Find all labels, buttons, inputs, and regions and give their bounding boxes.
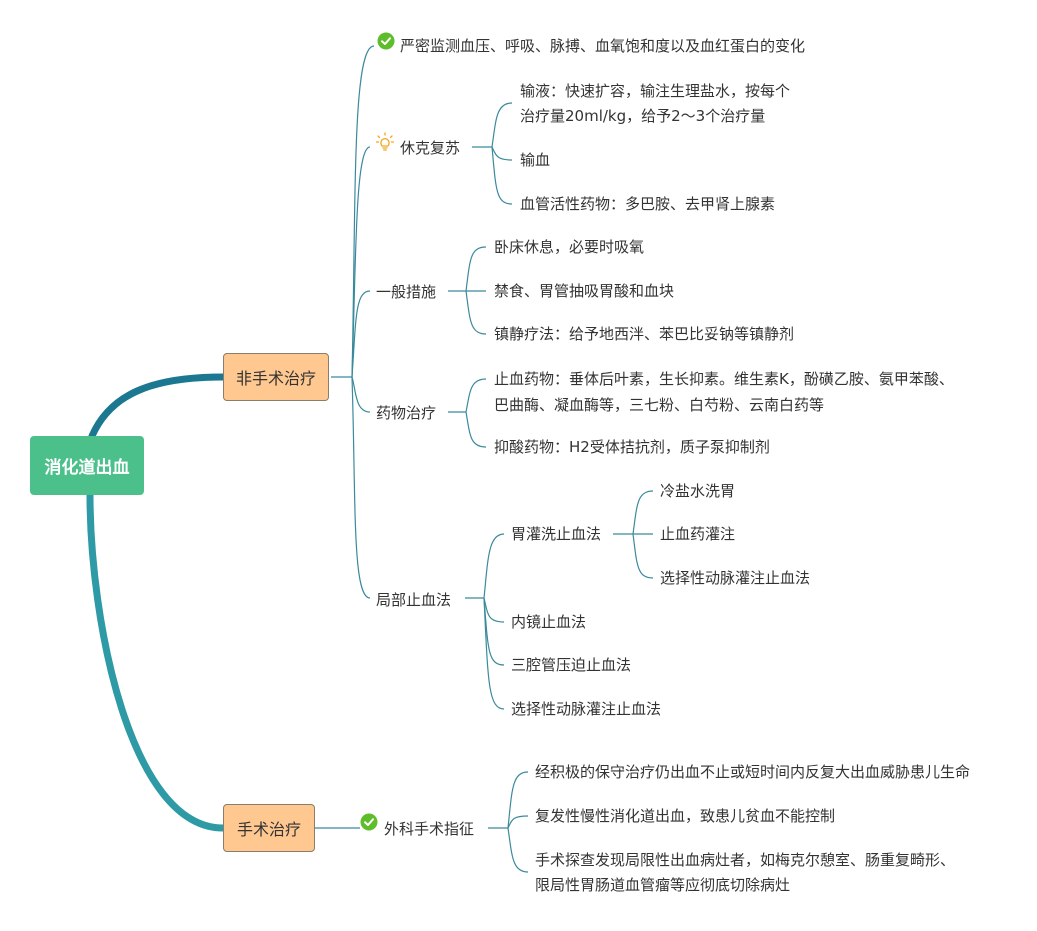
topic-monitor[interactable]: 严密监测血压、呼吸、脉搏、血氧饱和度以及血红蛋白的变化: [400, 37, 806, 55]
indication-focal-line1[interactable]: 手术探查发现局限性出血病灶者，如梅克尔憩室、肠重复畸形、: [535, 851, 956, 869]
drugs-antacid[interactable]: 抑酸药物：H2受体拮抗剂，质子泵抑制剂: [494, 438, 770, 456]
general-rest[interactable]: 卧床休息，必要时吸氧: [494, 238, 645, 256]
topic-local[interactable]: 局部止血法: [376, 591, 452, 609]
root-to-nonsurgical-line: [88, 373, 227, 440]
check-circle-icon: [377, 32, 395, 50]
drugs-hemostatic-line2[interactable]: 巴曲酶、凝血酶等，三七粉、白芍粉、云南白药等: [494, 396, 825, 414]
general-fasting[interactable]: 禁食、胃管抽吸胃酸和血块: [494, 282, 675, 300]
drugs-hemostatic-line1[interactable]: 止血药物：垂体后叶素，生长抑素。维生素K，酚磺乙胺、氨甲苯酸、: [494, 370, 954, 388]
lavage-hemostatic-infusion[interactable]: 止血药灌注: [660, 525, 736, 543]
topic-surgical-indication[interactable]: 外科手术指征: [384, 820, 475, 838]
local-arterial-infusion[interactable]: 选择性动脉灌注止血法: [511, 700, 662, 718]
topic-general[interactable]: 一般措施: [376, 283, 437, 301]
indication-focal-line2[interactable]: 限局性胃肠道血管瘤等应彻底切除病灶: [535, 876, 791, 894]
general-sedation[interactable]: 镇静疗法：给予地西泮、苯巴比妥钠等镇静剂: [494, 325, 795, 343]
lightbulb-icon: [376, 132, 394, 151]
topic-shock[interactable]: 休克复苏: [400, 139, 461, 157]
root-node[interactable]: 消化道出血: [30, 436, 144, 495]
shock-fluid-line1[interactable]: 输液：快速扩容，输注生理盐水，按每个: [520, 82, 791, 100]
branch-surgical[interactable]: 手术治疗: [223, 804, 315, 852]
root-to-surgical-line: [86, 491, 227, 832]
indication-recurrent[interactable]: 复发性慢性消化道出血，致患儿贫血不能控制: [535, 807, 836, 825]
shock-vasoactive[interactable]: 血管活性药物：多巴胺、去甲肾上腺素: [520, 195, 776, 213]
indication-uncontrolled[interactable]: 经积极的保守治疗仍出血不止或短时间内反复大出血威胁患儿生命: [535, 763, 971, 781]
shock-transfusion[interactable]: 输血: [520, 151, 551, 169]
local-balloon-tamponade[interactable]: 三腔管压迫止血法: [511, 656, 632, 674]
branch-nonsurgical[interactable]: 非手术治疗: [223, 353, 329, 401]
check-circle-icon: [360, 813, 378, 831]
local-endoscopic[interactable]: 内镜止血法: [511, 613, 587, 631]
lavage-cold-saline[interactable]: 冷盐水洗胃: [660, 482, 736, 500]
lavage-arterial-infusion[interactable]: 选择性动脉灌注止血法: [660, 569, 811, 587]
topic-drugs[interactable]: 药物治疗: [376, 404, 437, 422]
shock-fluid-line2[interactable]: 治疗量20ml/kg，给予2～3个治疗量: [520, 107, 766, 125]
local-lavage[interactable]: 胃灌洗止血法: [511, 525, 602, 543]
